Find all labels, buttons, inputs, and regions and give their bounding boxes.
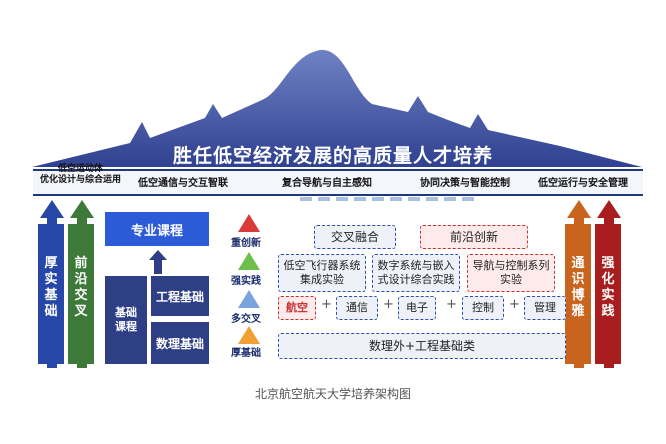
triangle-red-icon	[238, 214, 260, 232]
band-dash	[300, 197, 312, 201]
triangle-orange-icon	[238, 326, 260, 344]
subject-aviation: 航空	[278, 296, 316, 320]
left-arrow-1-body	[38, 224, 64, 364]
subject-control: 控制	[462, 296, 504, 320]
level-label-1: 重创新	[231, 238, 261, 249]
engineering-basics: 工程基础	[151, 276, 209, 316]
plus-sign: +	[509, 297, 520, 312]
band-dash	[336, 197, 348, 201]
triangle-blue-icon	[238, 290, 260, 308]
foundation-box: 数理外+工程基础类	[278, 333, 566, 359]
cross-fusion-box: 交叉融合	[314, 225, 396, 249]
right-arrow-2-label: 强化实践	[601, 256, 615, 319]
left-arrow-2-body	[68, 224, 94, 364]
band-item-2: 低空通信与交互智联	[138, 178, 228, 189]
plus-sign: +	[383, 297, 394, 312]
band-item-3: 复合导航与自主感知	[282, 178, 372, 189]
band-dash	[390, 197, 402, 201]
band-item-5: 低空运行与安全管理	[538, 178, 628, 189]
roof-shape	[32, 49, 642, 167]
up-arrow-icon	[149, 250, 167, 274]
band-dash	[444, 197, 456, 201]
band-dash	[426, 197, 438, 201]
level-label-4: 厚基础	[231, 348, 261, 359]
experiment-box-1: 低空飞行器系统集成实验	[278, 254, 366, 292]
specialized-course: 专业课程	[105, 212, 209, 246]
triangle-green-icon	[238, 252, 260, 270]
basic-course: 基础课程	[105, 276, 147, 364]
subject-management: 管理	[524, 296, 566, 320]
right-arrow-2-body	[595, 224, 621, 364]
right-arrow-1-label: 通识博雅	[571, 256, 585, 319]
math-basics: 数理基础	[151, 322, 209, 364]
main-title: 胜任低空经济发展的高质量人才培养	[172, 145, 493, 167]
band-dash	[354, 197, 366, 201]
basic-course-label: 基础课程	[115, 306, 137, 333]
band-dash	[318, 197, 330, 201]
frontier-innovation-box: 前沿创新	[420, 225, 528, 249]
experiment-box-2: 数字系统与嵌入式设计综合实践	[372, 254, 460, 292]
band-item-4: 协同决策与智能控制	[420, 178, 510, 189]
band-dash	[462, 197, 474, 201]
level-triangles	[238, 214, 260, 344]
figure-caption: 北京航空航天大学培养架构图	[254, 387, 411, 401]
band-dash	[408, 197, 420, 201]
subject-communication: 通信	[336, 296, 378, 320]
left-arrow-1-label: 厚实基础	[44, 256, 58, 319]
level-label-2: 强实践	[231, 276, 261, 287]
plus-sign: +	[321, 297, 332, 312]
left-arrow-2-label: 前沿交叉	[74, 256, 88, 319]
right-arrow-1-body	[565, 224, 591, 364]
band-dash	[372, 197, 384, 201]
subject-electronics: 电子	[398, 296, 436, 320]
level-label-3: 多交叉	[231, 314, 261, 325]
domain-band	[33, 169, 643, 196]
band-item-1-line1: 低空运动体	[58, 164, 104, 174]
band-item-1: 低空运动体 优化设计与综合运用	[40, 164, 121, 186]
experiment-box-3: 导航与控制系列实验	[467, 254, 555, 292]
plus-sign: +	[446, 297, 457, 312]
band-item-1-line2: 优化设计与综合运用	[40, 175, 122, 185]
roof-silhouette	[32, 49, 642, 167]
